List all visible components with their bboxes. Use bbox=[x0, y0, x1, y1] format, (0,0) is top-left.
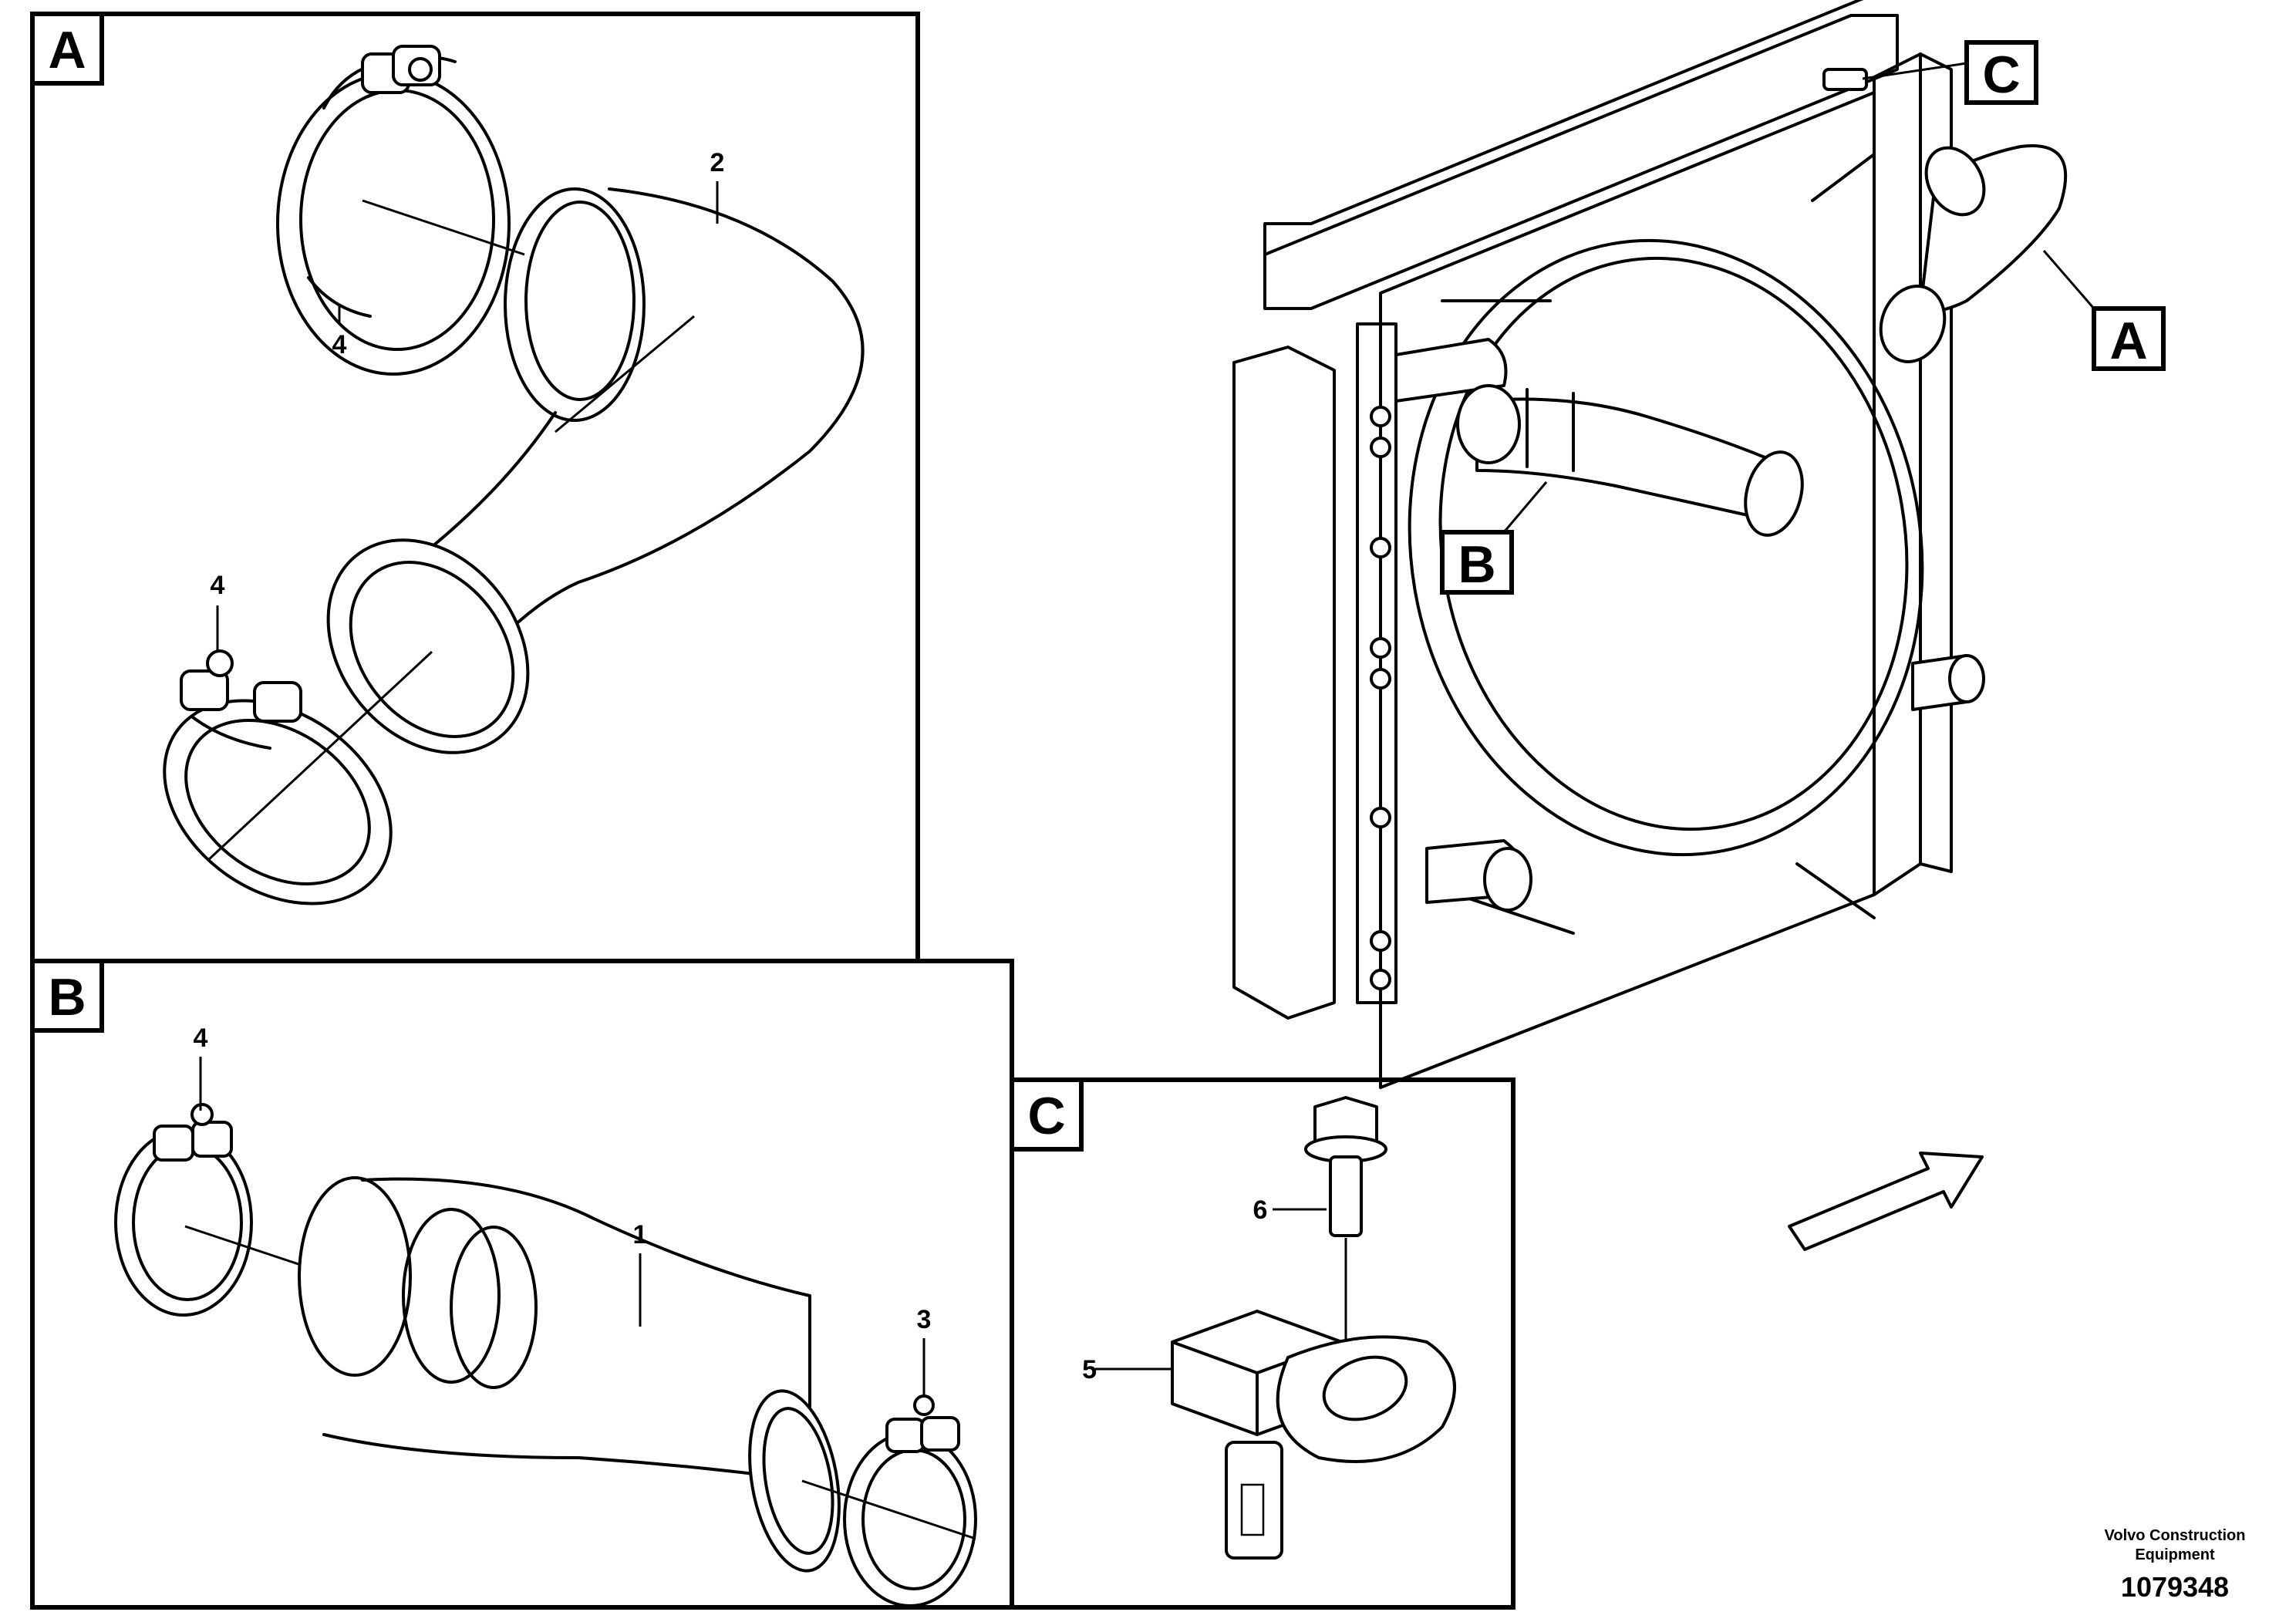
callout-6: 6 bbox=[1253, 1195, 1268, 1225]
panel-b-clamp-right bbox=[843, 1394, 977, 1607]
panel-c-sensor bbox=[1095, 1310, 1456, 1560]
panel-c: C 6 5 bbox=[1010, 1077, 1515, 1610]
callout-4-top: 4 bbox=[332, 330, 347, 359]
callout-3: 3 bbox=[917, 1305, 932, 1334]
overview-tag-c: C bbox=[1982, 46, 2020, 104]
callout-5: 5 bbox=[1082, 1355, 1097, 1384]
company-line-1: Volvo Construction bbox=[2105, 1527, 2246, 1544]
panel-b-hose bbox=[298, 1176, 841, 1573]
radiator-overview: C A B bbox=[1232, 0, 2166, 1089]
panel-b-tag: B bbox=[48, 968, 86, 1027]
panel-a: A bbox=[30, 12, 920, 963]
overview-hose-b bbox=[1456, 384, 1804, 537]
callout-1: 1 bbox=[633, 1220, 648, 1249]
panel-b: B 4 1 bbox=[30, 959, 1014, 1610]
overview-hose-a bbox=[1879, 144, 2068, 363]
company-line-2: Equipment bbox=[2135, 1546, 2215, 1563]
callout-2: 2 bbox=[710, 148, 725, 177]
panel-c-bolt bbox=[1304, 1096, 1387, 1350]
panel-a-clamp-top bbox=[276, 45, 511, 376]
panel-b-clamp-left bbox=[114, 1103, 253, 1317]
drawing-number: 1079348 bbox=[2121, 1571, 2229, 1603]
arrow-up-right-icon bbox=[1788, 1152, 1984, 1251]
panel-a-clamp-bottom bbox=[163, 649, 393, 905]
callout-4-bottom: 4 bbox=[211, 571, 225, 600]
footer: Volvo Construction Equipment 1079348 bbox=[2105, 1527, 2246, 1603]
overview-tag-a: A bbox=[2109, 312, 2147, 370]
panel-c-tag: C bbox=[1027, 1087, 1065, 1145]
panel-a-hose bbox=[326, 187, 865, 754]
overview-sensor-c bbox=[1822, 68, 1868, 91]
callout-4-b: 4 bbox=[194, 1023, 208, 1053]
overview-tag-b: B bbox=[1458, 535, 1495, 594]
panel-a-tag: A bbox=[48, 21, 86, 79]
